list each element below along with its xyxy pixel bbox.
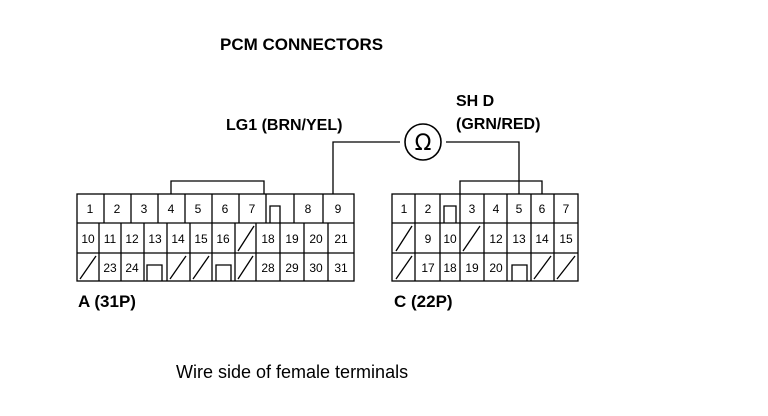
wire-lg1 bbox=[332, 141, 400, 194]
pin-a-5: 5 bbox=[195, 202, 202, 216]
pin-a-28: 28 bbox=[261, 261, 275, 275]
pin-c-6: 6 bbox=[539, 202, 546, 216]
pin-c-9: 9 bbox=[425, 232, 432, 246]
pin-c-12: 12 bbox=[489, 232, 503, 246]
pin-a-23: 23 bbox=[103, 261, 117, 275]
pin-a-20: 20 bbox=[309, 232, 323, 246]
pin-c-17: 17 bbox=[421, 261, 435, 275]
pin-a-24: 24 bbox=[125, 261, 139, 275]
connector-a-pins: 1 2 3 4 5 6 7 8 9 10 11 12 13 14 15 16 1… bbox=[81, 202, 348, 275]
pin-a-7: 7 bbox=[249, 202, 256, 216]
connector-c-body bbox=[391, 180, 579, 282]
connector-a-body bbox=[76, 180, 355, 282]
wire-sh-d bbox=[446, 141, 520, 194]
pin-a-16: 16 bbox=[216, 232, 230, 246]
pin-c-3: 3 bbox=[469, 202, 476, 216]
pin-a-14: 14 bbox=[171, 232, 185, 246]
wire-sh-d-label: SH D bbox=[456, 93, 495, 110]
pin-a-21: 21 bbox=[334, 232, 348, 246]
pin-a-9: 9 bbox=[335, 202, 342, 216]
pin-c-1: 1 bbox=[401, 202, 408, 216]
pin-c-15: 15 bbox=[559, 232, 573, 246]
pin-a-29: 29 bbox=[285, 261, 299, 275]
ohm-icon: Ω bbox=[415, 131, 432, 156]
pin-a-3: 3 bbox=[141, 202, 148, 216]
pin-c-14: 14 bbox=[535, 232, 549, 246]
pin-c-13: 13 bbox=[512, 232, 526, 246]
pin-a-31: 31 bbox=[334, 261, 348, 275]
footer-caption: Wire side of female terminals bbox=[176, 362, 409, 382]
ohmmeter-symbol bbox=[404, 123, 442, 161]
pin-c-2: 2 bbox=[425, 202, 432, 216]
wire-sh-d-color-label: (GRN/RED) bbox=[456, 116, 541, 133]
pin-a-13: 13 bbox=[148, 232, 162, 246]
pin-c-4: 4 bbox=[493, 202, 500, 216]
pin-a-18: 18 bbox=[261, 232, 275, 246]
pin-a-12: 12 bbox=[125, 232, 139, 246]
pin-a-8: 8 bbox=[305, 202, 312, 216]
diagram-title: PCM CONNECTORS bbox=[220, 35, 384, 54]
pin-c-10: 10 bbox=[443, 232, 457, 246]
pin-a-4: 4 bbox=[168, 202, 175, 216]
pin-a-30: 30 bbox=[309, 261, 323, 275]
pin-c-7: 7 bbox=[563, 202, 570, 216]
connector-a-label: A (31P) bbox=[78, 292, 136, 311]
pin-a-10: 10 bbox=[81, 232, 95, 246]
pin-a-15: 15 bbox=[194, 232, 208, 246]
connector-c-pins: 1 2 3 4 5 6 7 9 10 12 13 14 15 17 18 19 … bbox=[401, 202, 573, 275]
wire-lg1-label: LG1 (BRN/YEL) bbox=[226, 117, 343, 134]
pin-a-11: 11 bbox=[104, 232, 117, 246]
pin-c-19: 19 bbox=[465, 261, 479, 275]
connector-c-label: C (22P) bbox=[394, 292, 453, 311]
pin-c-18: 18 bbox=[443, 261, 457, 275]
pin-a-19: 19 bbox=[285, 232, 299, 246]
pin-c-20: 20 bbox=[489, 261, 503, 275]
pin-a-2: 2 bbox=[114, 202, 121, 216]
pin-a-1: 1 bbox=[87, 202, 94, 216]
pin-a-6: 6 bbox=[222, 202, 229, 216]
pin-c-5: 5 bbox=[516, 202, 523, 216]
